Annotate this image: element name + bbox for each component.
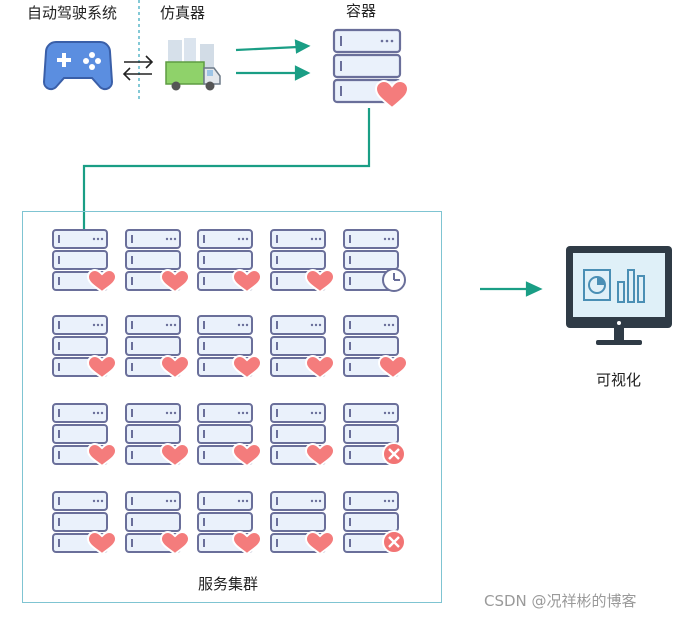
cluster-server bbox=[52, 491, 118, 556]
container-label: 容器 bbox=[346, 2, 377, 20]
heart-icon bbox=[304, 442, 336, 468]
driving-system-label: 自动驾驶系统 bbox=[27, 4, 118, 22]
truck-icon bbox=[165, 38, 221, 91]
service-cluster bbox=[22, 211, 442, 603]
server-icon bbox=[197, 403, 263, 468]
server-icon bbox=[270, 491, 336, 556]
heart-icon bbox=[159, 354, 191, 380]
heart-icon bbox=[231, 530, 263, 556]
server-icon bbox=[52, 229, 118, 294]
heart-icon bbox=[304, 530, 336, 556]
visualization-label: 可视化 bbox=[596, 371, 642, 389]
clock-icon bbox=[382, 268, 406, 292]
exchange-arrows-icon bbox=[122, 55, 154, 81]
heart-icon bbox=[304, 354, 336, 380]
watermark: CSDN @况祥彬的博客 bbox=[484, 592, 637, 610]
server-icon bbox=[270, 403, 336, 468]
server-icon bbox=[125, 403, 191, 468]
server-icon bbox=[52, 491, 118, 556]
cluster-server bbox=[197, 403, 263, 468]
server-icon bbox=[125, 491, 191, 556]
cluster-server bbox=[197, 229, 263, 294]
server-icon bbox=[343, 229, 406, 292]
server-icon bbox=[197, 491, 263, 556]
cluster-server bbox=[125, 491, 191, 556]
heart-icon bbox=[231, 268, 263, 294]
heart-icon bbox=[86, 268, 118, 294]
server-icon bbox=[343, 491, 406, 554]
error-icon bbox=[382, 530, 406, 554]
cluster-server bbox=[343, 491, 406, 555]
cluster-server bbox=[343, 229, 406, 293]
container-to-cluster-line bbox=[82, 108, 371, 232]
cluster-server bbox=[125, 315, 191, 380]
heart-icon bbox=[159, 530, 191, 556]
cluster-server bbox=[343, 403, 406, 467]
heart-icon bbox=[159, 442, 191, 468]
cluster-server bbox=[197, 491, 263, 556]
server-icon bbox=[343, 403, 406, 466]
cluster-label: 服务集群 bbox=[198, 575, 259, 593]
server-icon bbox=[270, 229, 336, 294]
heart-icon bbox=[86, 530, 118, 556]
arrow-to-visualization bbox=[480, 281, 543, 297]
cluster-server bbox=[270, 229, 336, 294]
heart-icon bbox=[304, 268, 336, 294]
monitor-icon bbox=[566, 246, 672, 345]
server-icon bbox=[125, 229, 191, 294]
heart-icon bbox=[159, 268, 191, 294]
server-icon bbox=[197, 229, 263, 294]
heart-icon bbox=[377, 354, 409, 380]
server-icon bbox=[52, 403, 118, 468]
server-icon bbox=[343, 315, 409, 380]
cluster-server bbox=[52, 315, 118, 380]
cluster-server bbox=[270, 315, 336, 380]
arrows-to-container bbox=[235, 39, 311, 81]
heart-icon bbox=[86, 442, 118, 468]
cluster-server bbox=[270, 491, 336, 556]
cluster-server bbox=[197, 315, 263, 380]
server-icon bbox=[197, 315, 263, 380]
heart-icon bbox=[86, 354, 118, 380]
server-icon bbox=[270, 315, 336, 380]
heart-icon bbox=[231, 442, 263, 468]
container-server-icon bbox=[332, 28, 412, 110]
cluster-server bbox=[52, 229, 118, 294]
cluster-server bbox=[270, 403, 336, 468]
cluster-server bbox=[52, 403, 118, 468]
cluster-server bbox=[125, 229, 191, 294]
simulator-label: 仿真器 bbox=[160, 4, 206, 22]
error-icon bbox=[382, 442, 406, 466]
gamepad-icon bbox=[42, 41, 114, 91]
server-icon bbox=[52, 315, 118, 380]
server-icon bbox=[125, 315, 191, 380]
cluster-server bbox=[343, 315, 409, 380]
cluster-server bbox=[125, 403, 191, 468]
heart-icon bbox=[231, 354, 263, 380]
